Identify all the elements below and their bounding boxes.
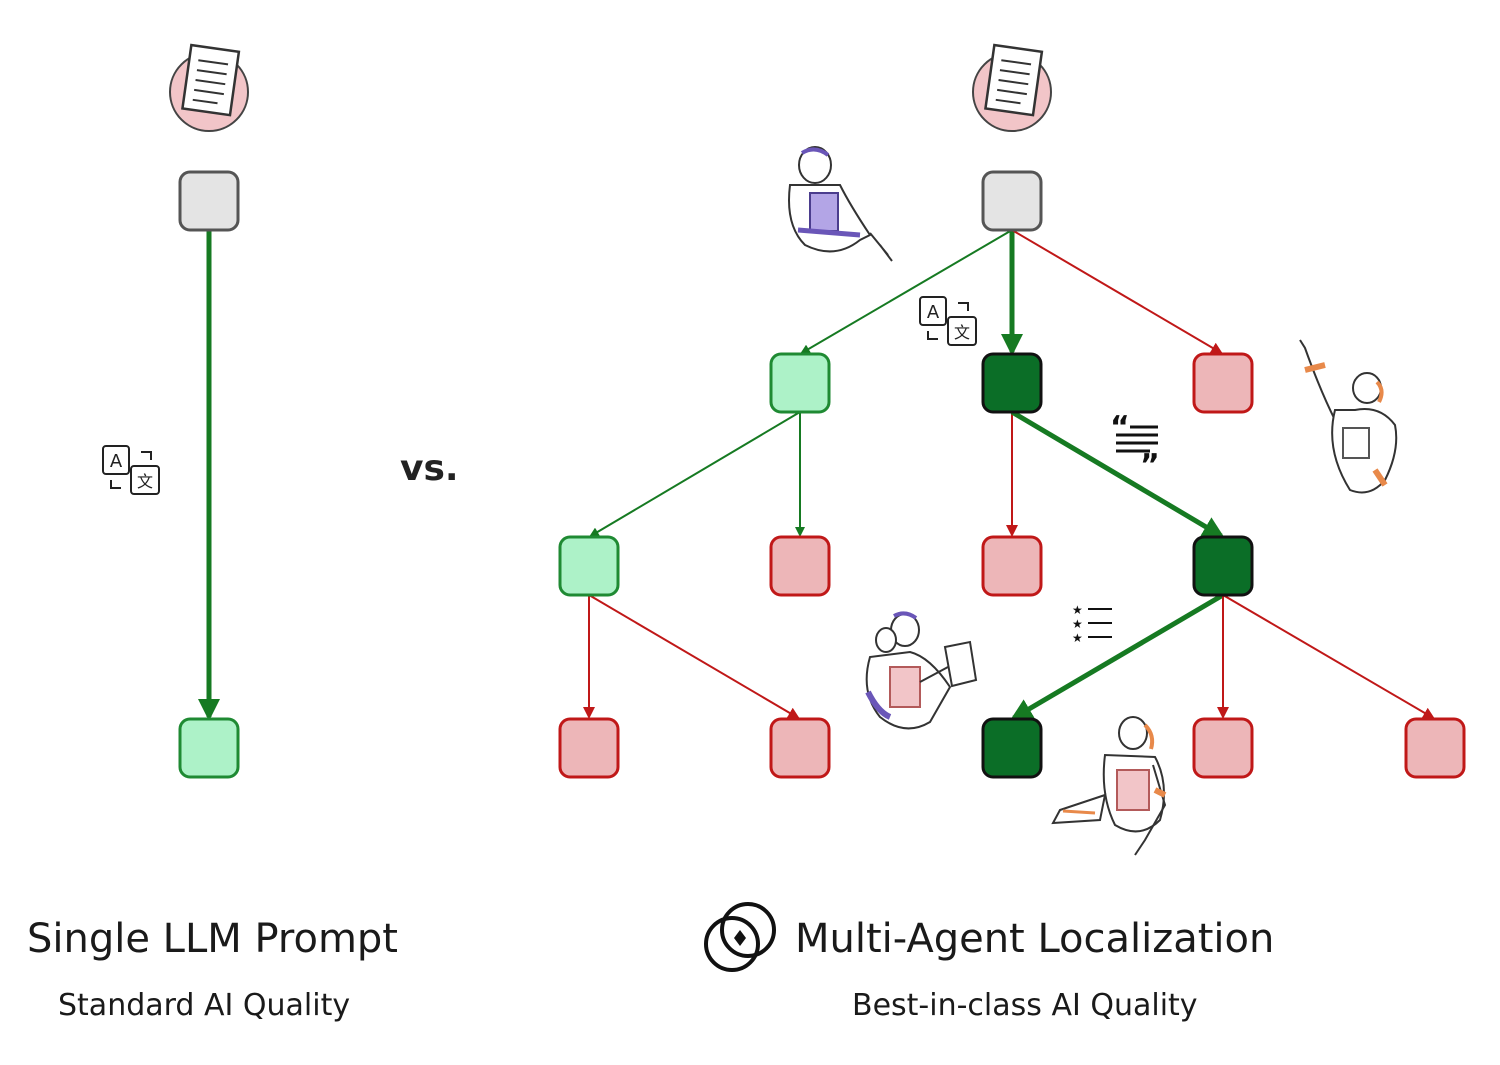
node-L0-start [178, 170, 240, 232]
edge-A1-B1 [588, 411, 801, 537]
quote-icon: “ ” [1110, 410, 1160, 483]
node-C3-accepted-dark [981, 717, 1043, 779]
edge-B1-C2 [588, 594, 800, 720]
svg-text:”: ” [1140, 448, 1160, 483]
node-C4-rejected [1192, 717, 1254, 779]
document-icon [972, 43, 1052, 132]
node-C1-rejected [558, 717, 620, 779]
node-B4-accepted-dark [1192, 535, 1254, 597]
nodes-layer [178, 170, 1466, 779]
svg-text:★: ★ [1072, 631, 1083, 645]
translate-icon: A 文 [919, 296, 977, 346]
node-B1-accepted-light [558, 535, 620, 597]
edge-B4-C5 [1222, 594, 1436, 720]
svg-text:“: “ [1110, 410, 1130, 445]
edge-R0-A3 [1011, 229, 1224, 354]
node-L1-accepted-light [178, 717, 240, 779]
brand-logo-icon [704, 902, 776, 972]
edge-A2-B4 [1010, 409, 1225, 539]
edge-B4-C3 [1010, 592, 1225, 721]
node-A1-accepted-light [769, 352, 831, 414]
node-C2-rejected [769, 717, 831, 779]
rating-list-icon: ★ ★ ★ [1072, 603, 1112, 645]
right-caption-subtitle: Best-in-class AI Quality [852, 988, 1198, 1023]
svg-text:文: 文 [137, 472, 153, 491]
robot-agent-illustration [1299, 339, 1398, 494]
node-B3-rejected [981, 535, 1043, 597]
svg-text:★: ★ [1072, 617, 1083, 631]
translate-icon: A 文 [102, 445, 160, 495]
edge-R0-A1 [800, 229, 1013, 355]
svg-text:★: ★ [1072, 603, 1083, 617]
left-caption-subtitle: Standard AI Quality [58, 988, 351, 1023]
svg-text:A: A [110, 451, 123, 472]
robot-agent-illustration [865, 611, 978, 730]
vs-label: vs. [400, 448, 459, 489]
document-icon [169, 43, 249, 132]
node-A2-accepted-dark [981, 352, 1043, 414]
edges-layer [198, 229, 1436, 721]
node-A3-rejected [1192, 352, 1254, 414]
robot-agent-illustration [1051, 716, 1167, 856]
right-caption-title: Multi-Agent Localization [795, 916, 1275, 962]
robot-agent-illustration [788, 146, 893, 262]
node-C5-rejected [1404, 717, 1466, 779]
node-R0-start [981, 170, 1043, 232]
svg-text:A: A [927, 302, 940, 323]
left-caption-title: Single LLM Prompt [27, 916, 398, 962]
svg-text:文: 文 [954, 323, 970, 342]
node-B2-rejected [769, 535, 831, 597]
